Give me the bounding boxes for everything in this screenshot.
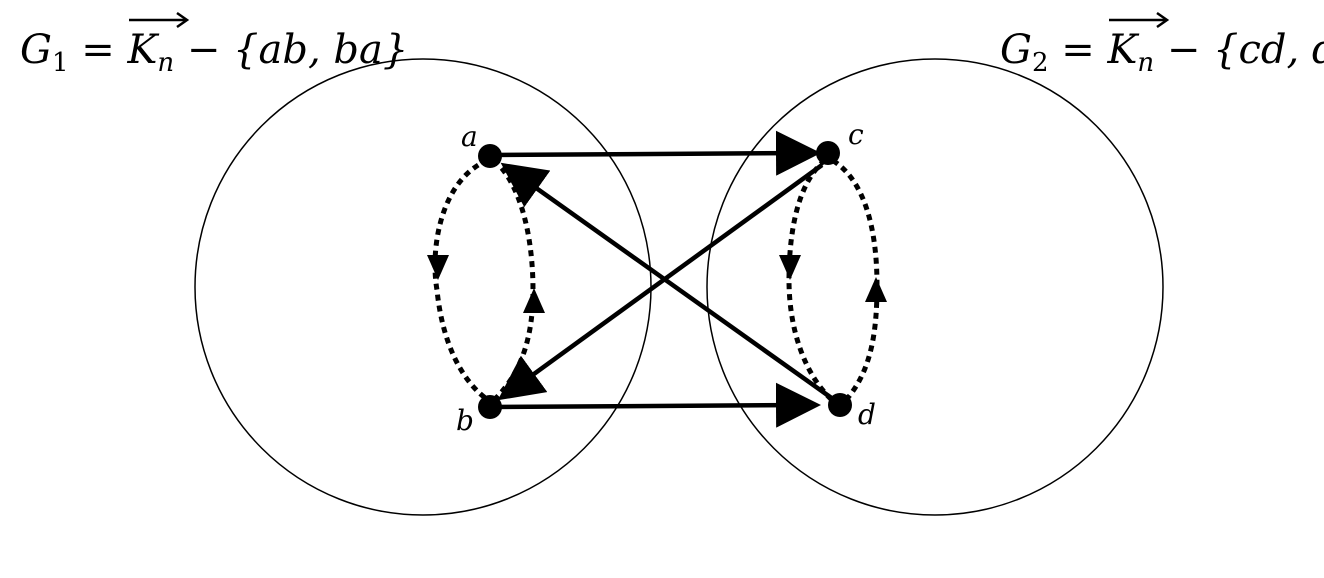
vertex-b	[478, 395, 502, 419]
overarrow-icon	[129, 11, 190, 29]
g1-base-sub: n	[157, 48, 175, 78]
vertex-label-b: b	[456, 404, 474, 437]
g2-name: G	[1000, 27, 1032, 73]
g2-base: K	[1107, 27, 1138, 73]
edge-c-to-b	[497, 163, 824, 401]
g1-base: K	[127, 27, 158, 73]
vertex-label-c: c	[848, 118, 864, 151]
edge-a-to-c	[489, 130, 821, 176]
g1-index: 1	[51, 48, 69, 78]
edge-d-to-c-dotted	[830, 157, 880, 402]
formula-g2: G2 = Kn − {cd, dc}	[1000, 11, 1324, 78]
g2-equals: =	[1061, 27, 1095, 73]
overarrow-icon	[1109, 11, 1170, 29]
arrowhead-up-g2	[865, 277, 887, 302]
vertex-c	[816, 141, 840, 165]
g1-minus: −	[186, 27, 221, 73]
graph-g1-region	[194, 58, 652, 516]
g2-base-sub: n	[1137, 48, 1155, 78]
g2-complete-digraph: Kn	[1107, 11, 1170, 78]
g1-name: G	[20, 27, 52, 73]
arrowhead-down-g2	[779, 255, 801, 280]
g1-equals: =	[81, 27, 115, 73]
vertex-label-d: d	[858, 398, 876, 431]
edge-d-to-a	[500, 162, 842, 406]
arrowhead-up-g1	[523, 288, 545, 313]
vertex-a	[478, 144, 502, 168]
graph-g2-region	[706, 58, 1164, 516]
edge-b-to-a-dotted	[492, 158, 536, 402]
edge-c-to-d-dotted	[786, 158, 834, 402]
g2-index: 2	[1031, 48, 1049, 78]
g1-complete-digraph: Kn	[127, 11, 190, 78]
edge-a-to-b-dotted	[432, 157, 490, 403]
edge-b-to-d	[489, 382, 821, 428]
vertex-label-a: a	[461, 120, 478, 153]
vertex-d	[828, 393, 852, 417]
g2-removed-set: {cd, dc}	[1213, 27, 1324, 73]
arrowhead-down-g1	[427, 255, 449, 280]
g2-minus: −	[1166, 27, 1201, 73]
